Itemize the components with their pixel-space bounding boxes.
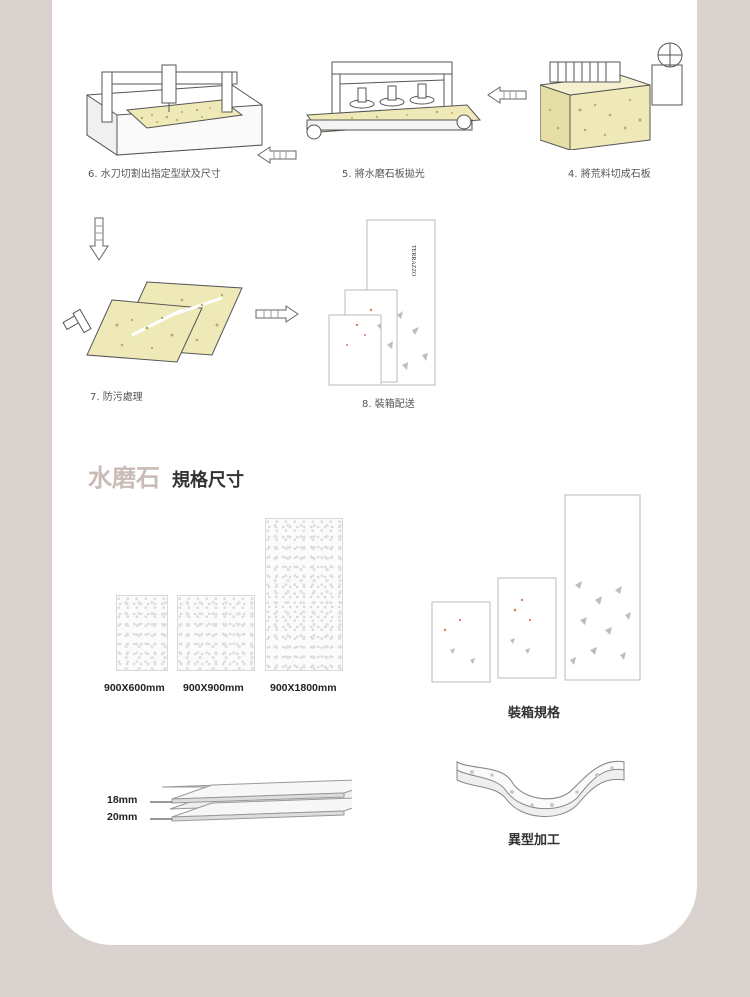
- content-card: 6. 水刀切割出指定型狀及尺寸 5. 將水磨石板拋光: [52, 0, 697, 945]
- arrow-left-icon: [257, 146, 297, 164]
- specs-title-main: 水磨石: [88, 464, 160, 492]
- box-specs-label: 裝箱規格: [508, 706, 561, 721]
- step5-caption: 5. 將水磨石板拋光: [342, 169, 425, 180]
- arrow-left-icon: [487, 86, 527, 104]
- size-label-900x900: 900X900mm: [183, 682, 244, 694]
- step4-caption: 4. 將荒料切成石板: [568, 169, 651, 180]
- waterjet-machine-illustration: [86, 64, 263, 156]
- brand-text: TERRAZZO: [410, 245, 416, 277]
- arrow-down-icon: [89, 217, 109, 261]
- block-cutting-illustration: [540, 42, 683, 150]
- specs-title-sub: 規格尺寸: [172, 470, 244, 491]
- step8-caption: 8. 裝箱配送: [362, 399, 415, 410]
- thickness-slabs-illustration: [150, 779, 352, 822]
- custom-shape-illustration: [456, 760, 625, 817]
- thickness-label-18mm: 18mm: [107, 794, 138, 806]
- tile-900x1800: [265, 518, 343, 671]
- packaging-boxes-illustration: TERRAZZO: [328, 219, 436, 386]
- custom-shape-label: 異型加工: [508, 833, 561, 848]
- size-label-900x1800: 900X1800mm: [270, 682, 337, 694]
- arrow-right-icon: [255, 305, 299, 323]
- thickness-label-20mm: 20mm: [107, 811, 138, 823]
- tile-900x600: [116, 595, 168, 671]
- step7-caption: 7. 防污處理: [90, 392, 143, 403]
- step6-caption: 6. 水刀切割出指定型狀及尺寸: [88, 169, 221, 180]
- anti-stain-illustration: [62, 281, 243, 363]
- tile-900x900: [177, 595, 255, 671]
- polishing-machine-illustration: [306, 61, 482, 140]
- box-specs-illustration: [431, 494, 641, 683]
- size-label-900x600: 900X600mm: [104, 682, 165, 694]
